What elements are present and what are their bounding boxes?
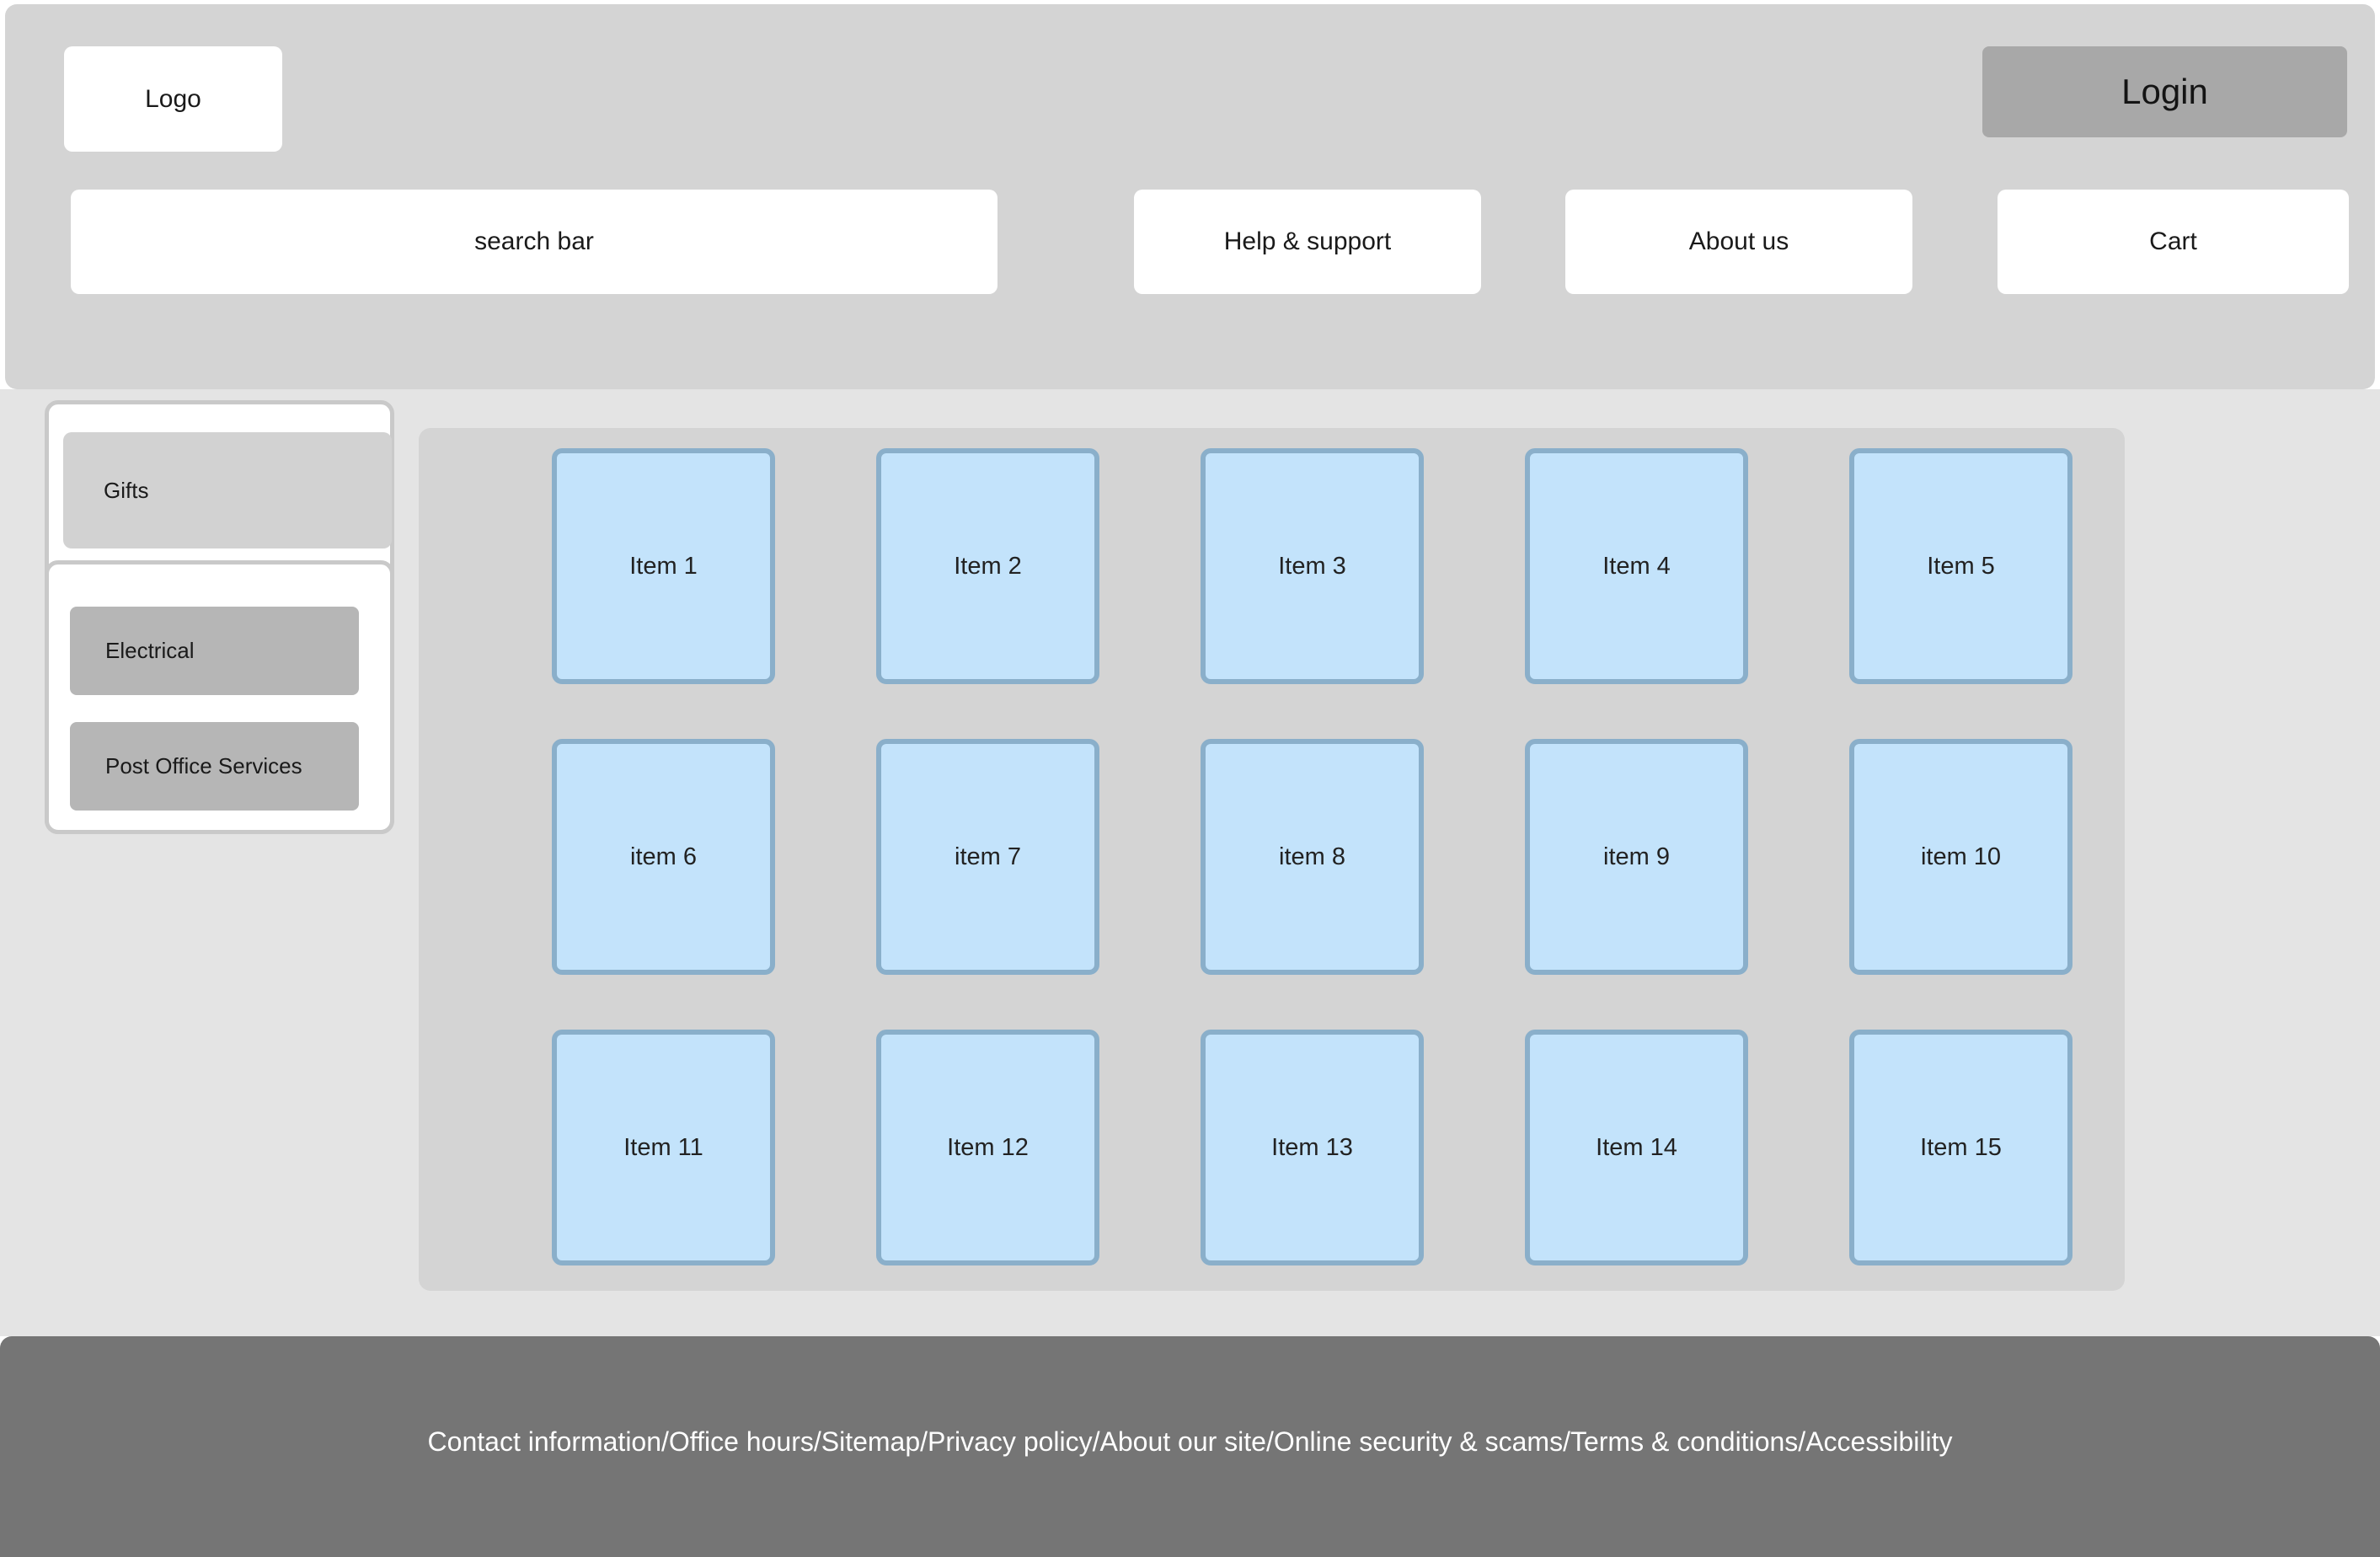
- item-tile[interactable]: item 7: [876, 739, 1099, 975]
- sidebar-item-post-office-services[interactable]: Post Office Services: [70, 722, 359, 811]
- product-grid-panel: Item 1 Item 2 Item 3 Item 4 Item 5 item …: [419, 428, 2125, 1291]
- item-tile[interactable]: Item 12: [876, 1030, 1099, 1265]
- sidebar-item-gifts[interactable]: Gifts: [63, 432, 392, 548]
- site-header: Logo Login search bar Help & support Abo…: [5, 4, 2375, 389]
- category-sidebar: Gifts Electrical Post Office Services: [45, 400, 394, 834]
- site-footer: Contact information/Office hours/Sitemap…: [0, 1336, 2380, 1557]
- search-input[interactable]: search bar: [71, 190, 997, 294]
- item-grid: Item 1 Item 2 Item 3 Item 4 Item 5 item …: [552, 448, 2077, 1274]
- item-tile[interactable]: Item 13: [1201, 1030, 1424, 1265]
- item-tile[interactable]: item 10: [1849, 739, 2072, 975]
- item-tile[interactable]: Item 1: [552, 448, 775, 684]
- nav-item-about-us[interactable]: About us: [1565, 190, 1912, 294]
- page-body: Gifts Electrical Post Office Services It…: [0, 389, 2380, 1336]
- logo[interactable]: Logo: [64, 46, 282, 152]
- nav-item-cart[interactable]: Cart: [1998, 190, 2349, 294]
- item-tile[interactable]: Item 4: [1525, 448, 1748, 684]
- item-tile[interactable]: item 9: [1525, 739, 1748, 975]
- item-tile[interactable]: Item 2: [876, 448, 1099, 684]
- nav-item-help-support[interactable]: Help & support: [1134, 190, 1481, 294]
- item-tile[interactable]: Item 15: [1849, 1030, 2072, 1265]
- item-tile[interactable]: item 8: [1201, 739, 1424, 975]
- item-tile[interactable]: Item 3: [1201, 448, 1424, 684]
- sidebar-item-electrical[interactable]: Electrical: [70, 607, 359, 695]
- item-tile[interactable]: Item 11: [552, 1030, 775, 1265]
- item-tile[interactable]: item 6: [552, 739, 775, 975]
- login-button[interactable]: Login: [1982, 46, 2347, 137]
- footer-links[interactable]: Contact information/Office hours/Sitemap…: [427, 1426, 1953, 1457]
- item-tile[interactable]: Item 5: [1849, 448, 2072, 684]
- item-tile[interactable]: Item 14: [1525, 1030, 1748, 1265]
